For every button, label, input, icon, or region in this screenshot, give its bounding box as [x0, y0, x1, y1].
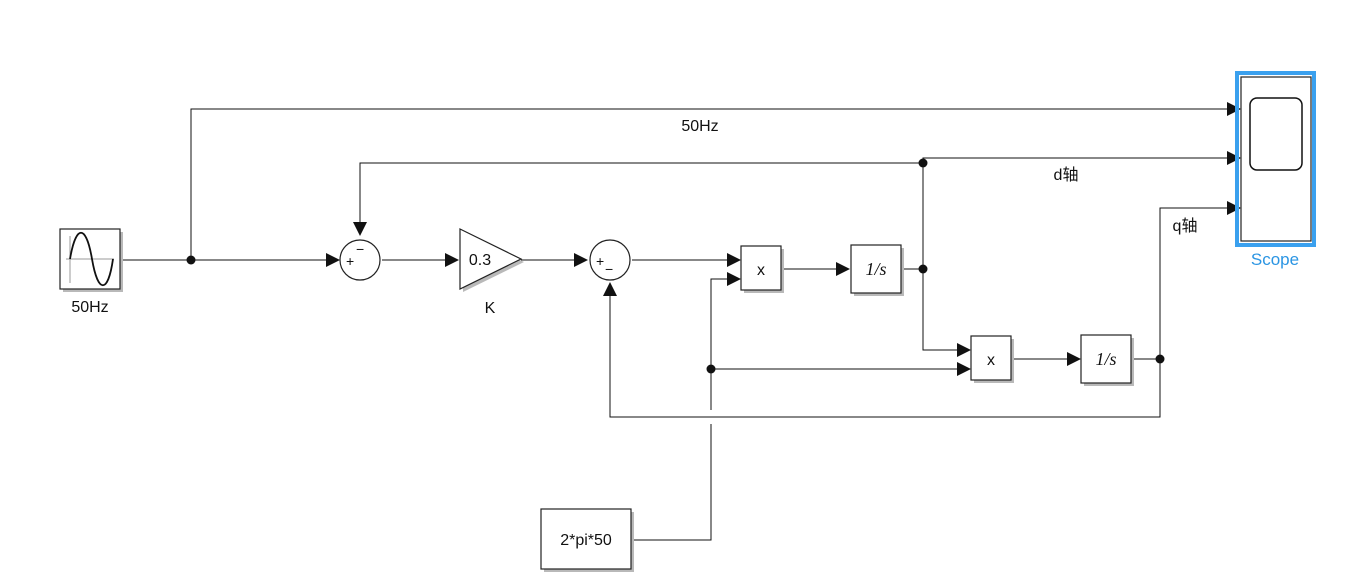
arrow-into-product2-b [957, 362, 971, 376]
scope-screen-icon [1249, 97, 1303, 171]
arrow-into-product1-b [727, 272, 741, 286]
branch-points [186, 158, 1165, 374]
arrow-into-scope-2 [1227, 151, 1241, 165]
product-block-1[interactable]: x [740, 245, 784, 293]
product2-symbol: x [987, 352, 995, 369]
wire-d-to-scope[interactable] [922, 157, 1230, 163]
arrow-into-sum2-bottom [603, 282, 617, 296]
gain-value: 0.3 [469, 252, 491, 269]
scope-selection-highlight [1235, 71, 1316, 247]
sine-wave-block[interactable]: 50Hz [59, 228, 123, 316]
gain-block[interactable]: 0.3 K [459, 228, 524, 317]
wire-const-up-lower[interactable] [632, 424, 712, 541]
constant-value: 2*pi*50 [560, 532, 612, 549]
sum-block-2[interactable]: + − [589, 239, 631, 281]
scope-label: Scope [1251, 250, 1299, 269]
product-block-2[interactable]: x [970, 335, 1014, 383]
arrow-into-sum1 [326, 253, 340, 267]
arrow-into-scope-3 [1227, 201, 1241, 215]
sum1-plus-sign: + [346, 253, 354, 269]
wire-const-to-product1[interactable] [710, 278, 731, 369]
arrow-into-gain [445, 253, 459, 267]
branch-point-input [186, 255, 196, 265]
integrator-block-1[interactable]: 1/s [850, 244, 904, 296]
scope-block[interactable]: Scope [1235, 71, 1316, 269]
integrator2-transfer: 1/s [1095, 349, 1116, 369]
signal-label-50hz: 50Hz [681, 118, 718, 135]
integrator-block-2[interactable]: 1/s [1080, 334, 1134, 386]
arrow-into-int1 [836, 262, 850, 276]
arrow-into-sum1-top [353, 222, 367, 236]
arrow-into-sum2 [574, 253, 588, 267]
sum2-minus-sign: − [605, 261, 613, 277]
product1-symbol: x [757, 262, 765, 279]
sine-wave-label: 50Hz [71, 299, 108, 316]
branch-point-d-top [918, 158, 928, 168]
wire-d-to-product2[interactable] [922, 269, 961, 351]
sum2-plus-sign: + [596, 253, 604, 269]
arrow-into-int2 [1067, 352, 1081, 366]
arrowheads [326, 102, 1241, 376]
wire-q-feedback-to-sum2[interactable] [609, 292, 1161, 418]
branch-point-omega [706, 364, 716, 374]
wire-d-feedback-to-sum1[interactable] [359, 162, 923, 230]
arrow-into-scope-1 [1227, 102, 1241, 116]
signal-label-d-axis: d轴 [1054, 166, 1079, 184]
branch-point-q [1155, 354, 1165, 364]
branch-point-d [918, 264, 928, 274]
wire-q-to-scope[interactable] [1159, 207, 1230, 359]
constant-block[interactable]: 2*pi*50 [540, 508, 634, 572]
signal-label-q-axis: q轴 [1173, 217, 1198, 235]
arrow-into-product1-a [727, 253, 741, 267]
gain-label: K [485, 300, 496, 317]
sine-wave-icon [69, 231, 114, 286]
wire-50hz-to-scope[interactable] [190, 108, 1230, 260]
arrow-into-product2-a [957, 343, 971, 357]
integrator1-transfer: 1/s [865, 259, 886, 279]
sum1-minus-sign: − [356, 241, 364, 257]
signal-wires [122, 108, 1230, 541]
sum-block-1[interactable]: + − [339, 239, 381, 281]
